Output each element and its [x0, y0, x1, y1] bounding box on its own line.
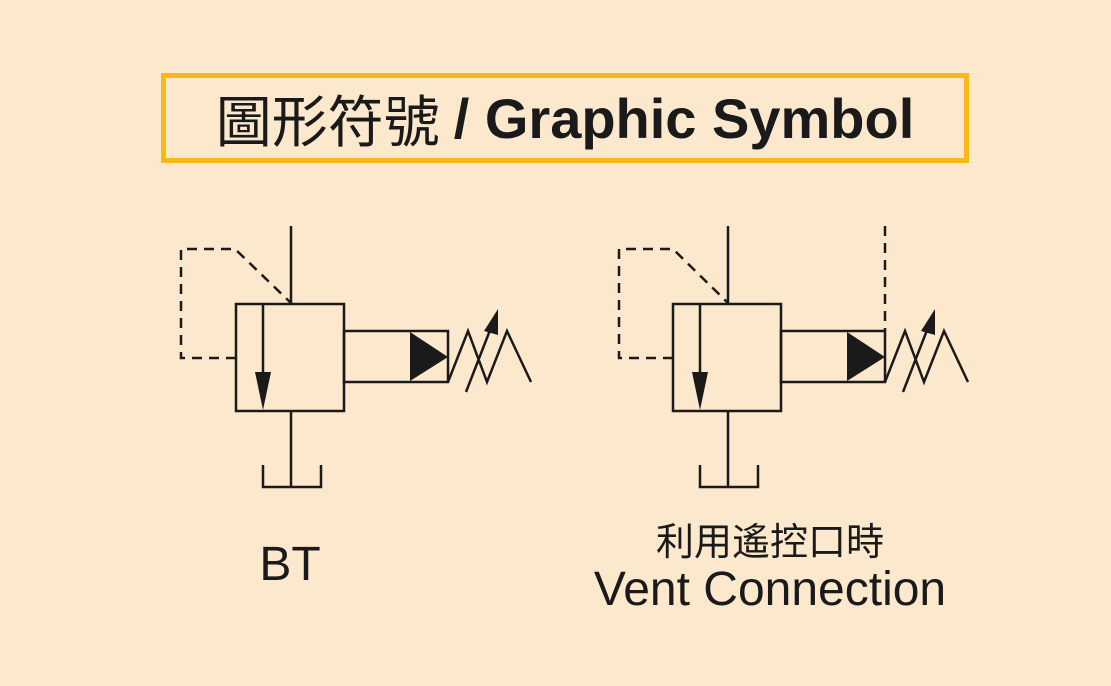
caption-vent-chinese: 利用遙控口時	[655, 520, 884, 564]
adjust-arrow-line	[901, 324, 931, 393]
valve-body	[234, 302, 346, 413]
spring-zigzag	[446, 327, 533, 386]
flow-arrow-head	[255, 372, 271, 410]
symbol-bt	[179, 226, 533, 489]
title-english: / Graphic Symbol	[453, 86, 915, 150]
check-triangle	[847, 332, 885, 381]
spring-zigzag	[883, 327, 970, 386]
caption-bt: BT	[259, 538, 321, 591]
adjust-arrow-line	[464, 324, 494, 393]
symbol-vent-connection	[617, 226, 970, 489]
check-triangle	[410, 332, 448, 381]
pilot-cylinder	[342, 329, 450, 384]
adjust-arrow-head	[921, 309, 935, 335]
flow-arrow-head	[692, 372, 708, 410]
valve-body	[671, 302, 783, 413]
pilot-cylinder	[779, 329, 887, 384]
adjust-arrow-head	[484, 309, 498, 335]
pilot-line-dashed	[617, 247, 729, 360]
title-frame: 圖形符號 / Graphic Symbol	[161, 73, 969, 163]
tank-symbol	[698, 465, 760, 489]
pilot-line-dashed	[179, 247, 292, 360]
caption-vent-english: Vent Connection	[593, 563, 947, 616]
tank-symbol	[261, 465, 323, 489]
title-chinese: 圖形符號	[215, 90, 440, 156]
